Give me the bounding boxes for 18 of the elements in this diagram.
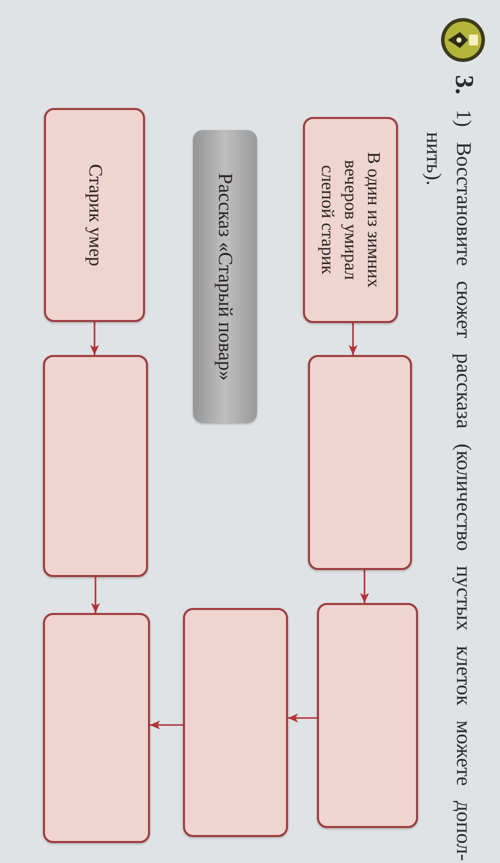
answer-box bbox=[43, 613, 150, 843]
task-instruction: 3. 1) Восстановите сюжет рассказа (количество пустых клеток можете допол- нить). bbox=[421, 75, 479, 861]
arrow bbox=[348, 323, 358, 355]
answer-box bbox=[43, 355, 148, 577]
event-box bbox=[303, 117, 398, 323]
arrow bbox=[360, 570, 369, 603]
arrow bbox=[90, 322, 99, 355]
node-label: Старик умер bbox=[84, 164, 106, 266]
event-box bbox=[44, 108, 145, 322]
arrow bbox=[150, 720, 183, 730]
answer-box bbox=[183, 608, 288, 837]
node-label: Рассказ «Старый повар» bbox=[213, 172, 237, 380]
arrow bbox=[91, 577, 100, 613]
node-label: В один из зимних вечеров умирал слепой старик bbox=[317, 151, 385, 290]
answer-box bbox=[308, 355, 412, 570]
answer-box bbox=[317, 603, 418, 828]
arrow bbox=[288, 714, 317, 722]
title-banner bbox=[193, 130, 257, 423]
